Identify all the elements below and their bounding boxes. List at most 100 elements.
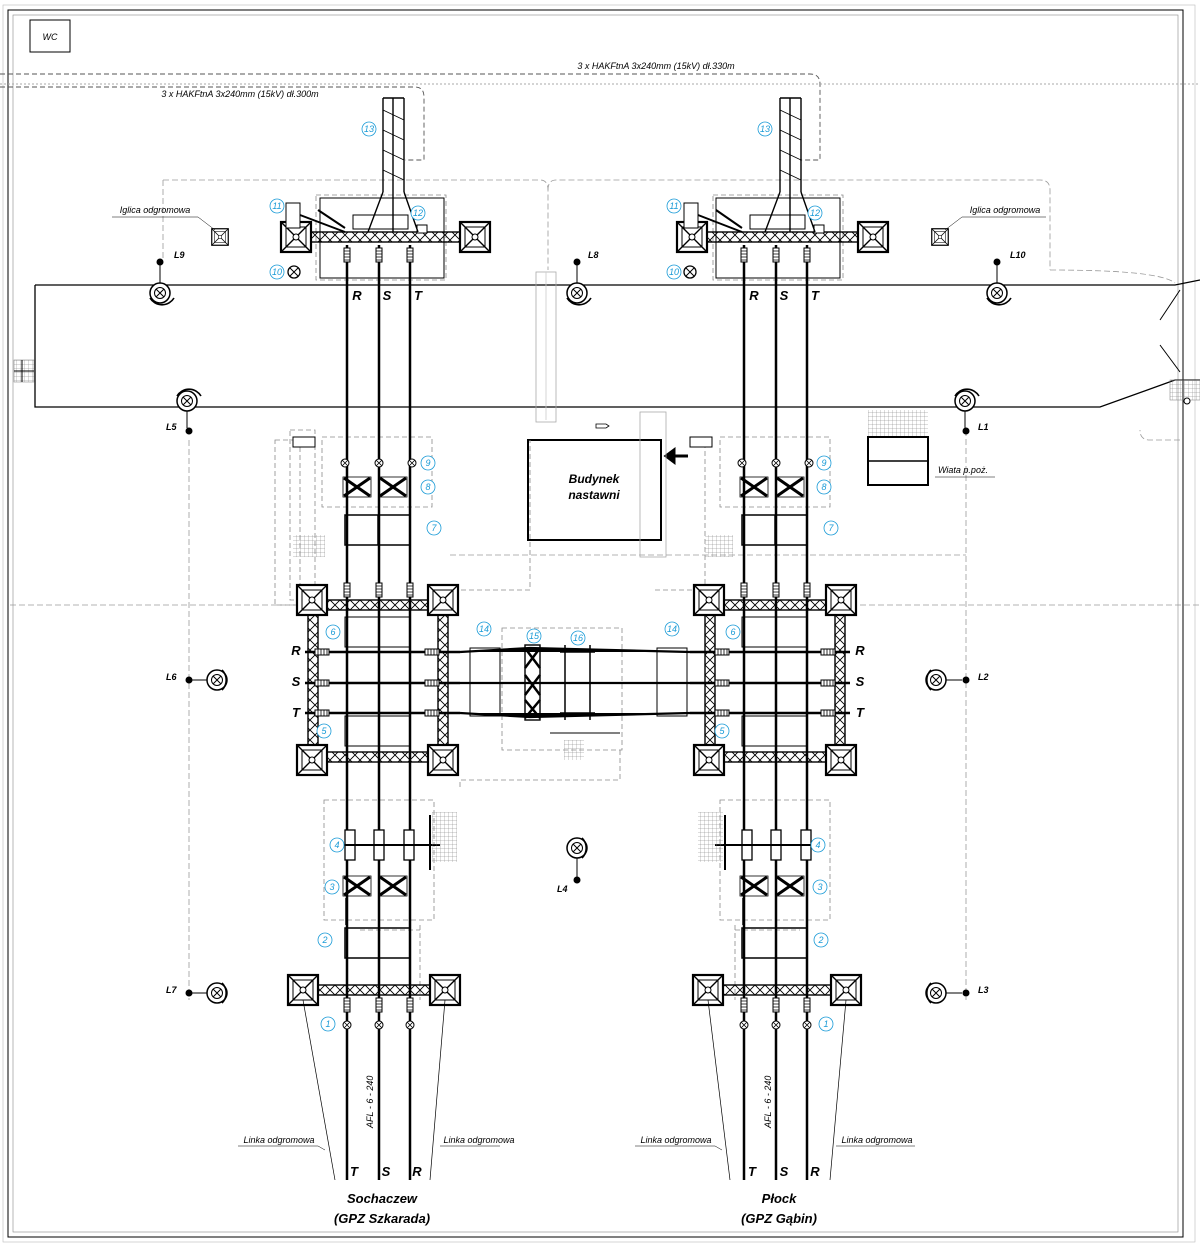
marker-1-right: 1 <box>818 1016 834 1032</box>
svg-text:16: 16 <box>573 633 583 643</box>
left-station-name: Sochaczew <box>347 1191 418 1206</box>
marker-4-left: 4 <box>329 837 345 853</box>
bay-left-top-phase-r: R <box>352 288 362 303</box>
cable-label-bottom: 3 x HAKFtnA 3x240mm (15kV) dł.300m <box>161 89 319 99</box>
building-label-line2: nastawni <box>568 488 620 502</box>
marker-8-right: 8 <box>816 479 832 495</box>
marker-7-left: 7 <box>426 520 442 536</box>
svg-text:3: 3 <box>329 882 334 892</box>
bay-left-side-phase-s: S <box>292 674 301 689</box>
svg-text:10: 10 <box>669 267 679 277</box>
lamp-l4: L4 <box>557 837 588 894</box>
svg-text:9: 9 <box>821 458 826 468</box>
bay-right-top-phase-t: T <box>811 288 820 303</box>
marker-12-left: 12 <box>410 205 426 221</box>
bay-right-ground-wire-right: Linka odgromowa <box>841 1135 912 1145</box>
svg-text:12: 12 <box>810 208 820 218</box>
svg-text:14: 14 <box>479 624 489 634</box>
bay-left-side-phase-t: T <box>292 705 301 720</box>
svg-text:6: 6 <box>730 627 735 637</box>
control-building: Budynek nastawni <box>527 411 688 558</box>
svg-text:10: 10 <box>272 267 282 277</box>
lamp-l3-label: L3 <box>978 985 989 995</box>
item-markers: 11 10 12 13 9 8 7 6 5 4 3 2 1 11 10 12 1… <box>269 121 839 1032</box>
svg-text:1: 1 <box>823 1019 828 1029</box>
svg-text:8: 8 <box>425 482 430 492</box>
lamp-l10: L10 <box>986 250 1026 306</box>
bay-right-bottom-phase-t: T <box>748 1164 757 1179</box>
center-coupler <box>459 627 691 790</box>
lamp-l7-label: L7 <box>166 985 177 995</box>
bay-right-side-phase-r: R <box>855 643 865 658</box>
bay-right-ground-wire-left: Linka odgromowa <box>640 1135 711 1145</box>
utility-routes <box>10 179 1200 1000</box>
svg-text:1: 1 <box>325 1019 330 1029</box>
marker-10-left: 10 <box>269 264 285 280</box>
svg-text:4: 4 <box>334 840 339 850</box>
lamp-l2-label: L2 <box>978 672 989 682</box>
fire-shelter: Wiata p.poż. <box>867 410 995 486</box>
svg-text:6: 6 <box>330 627 335 637</box>
building-label-line1: Budynek <box>569 472 621 486</box>
cable-label-top: 3 x HAKFtnA 3x240mm (15kV) dł.330m <box>577 61 735 71</box>
marker-5-left: 5 <box>316 723 332 739</box>
lightning-rod-left-label: Iglica odgromowa <box>120 205 191 215</box>
svg-text:11: 11 <box>272 201 281 211</box>
bay-right: R S T R S T <box>635 97 915 1226</box>
bay-left-afl-label: AFL - 6 - 240 <box>365 1076 375 1129</box>
bay-right-top-phase-s: S <box>780 288 789 303</box>
svg-text:2: 2 <box>817 935 823 945</box>
svg-text:5: 5 <box>321 726 327 736</box>
lamp-l8: L8 <box>566 250 599 306</box>
marker-7-right: 7 <box>823 520 839 536</box>
lamp-l6: L6 <box>166 669 228 691</box>
marker-16: 16 <box>570 630 586 646</box>
bay-left-bottom-phase-s: S <box>382 1164 391 1179</box>
marker-11-left: 11 <box>269 198 285 214</box>
lamp-l2: L2 <box>925 669 989 691</box>
lamp-l3: L3 <box>925 982 989 1004</box>
lamp-l4-label: L4 <box>557 884 568 894</box>
marker-15: 15 <box>526 628 542 644</box>
lamp-l9: L9 <box>149 250 185 306</box>
lamp-l1: L1 <box>954 388 989 435</box>
lamp-l1-label: L1 <box>978 422 989 432</box>
bay-right-afl-label: AFL - 6 - 240 <box>763 1076 773 1129</box>
bay-right-bottom-phase-s: S <box>780 1164 789 1179</box>
marker-2-left: 2 <box>317 932 333 948</box>
marker-9-left: 9 <box>420 455 436 471</box>
bay-left-ground-wire-left: Linka odgromowa <box>243 1135 314 1145</box>
lamp-l10-label: L10 <box>1010 250 1026 260</box>
lightning-rod-left: Iglica odgromowa <box>112 205 229 246</box>
marker-13-left: 13 <box>361 121 377 137</box>
svg-text:11: 11 <box>669 201 678 211</box>
bay-left-ground-wire-right: Linka odgromowa <box>443 1135 514 1145</box>
svg-text:4: 4 <box>815 840 820 850</box>
marker-6-right: 6 <box>725 624 741 640</box>
marker-2-right: 2 <box>813 932 829 948</box>
lamp-l5-label: L5 <box>166 422 177 432</box>
bay-left-top-phase-t: T <box>414 288 423 303</box>
marker-3-right: 3 <box>812 879 828 895</box>
shelter-label: Wiata p.poż. <box>938 465 988 475</box>
svg-text:14: 14 <box>667 624 677 634</box>
bay-left-bottom-phase-t: T <box>350 1164 359 1179</box>
marker-13-right: 13 <box>757 121 773 137</box>
bay-left-top-phase-s: S <box>383 288 392 303</box>
svg-text:9: 9 <box>425 458 430 468</box>
left-station-sub: (GPZ Szkarada) <box>334 1211 430 1226</box>
svg-text:8: 8 <box>821 482 826 492</box>
road <box>13 271 1200 423</box>
lamp-l5: L5 <box>166 388 202 435</box>
bay-left: R S T R S T <box>238 97 531 1226</box>
wc-box: WC <box>29 19 71 53</box>
marker-9-right: 9 <box>816 455 832 471</box>
lightning-rod-right-label: Iglica odgromowa <box>970 205 1041 215</box>
svg-text:12: 12 <box>413 208 423 218</box>
svg-text:15: 15 <box>529 631 540 641</box>
marker-14-left: 14 <box>476 621 492 637</box>
bay-right-bottom-phase-r: R <box>810 1164 820 1179</box>
lamp-l8-label: L8 <box>588 250 599 260</box>
right-station-sub: (GPZ Gąbin) <box>741 1211 817 1226</box>
svg-text:5: 5 <box>719 726 725 736</box>
